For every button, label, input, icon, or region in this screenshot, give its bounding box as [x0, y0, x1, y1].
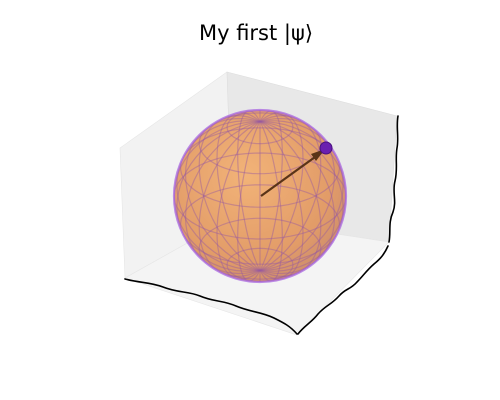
wireframe-meridian: [237, 110, 283, 282]
x-axis-line: [124, 278, 298, 335]
wireframe-meridian: [198, 114, 322, 278]
wireframe-meridian: [216, 112, 304, 280]
wireframe-meridian: [174, 120, 346, 272]
bloch-sphere: [172, 108, 348, 284]
wireframe-parallel: [179, 184, 341, 265]
wireframe-meridian: [216, 112, 304, 280]
z-axis-line: [388, 115, 399, 243]
state-vector: [260, 141, 333, 197]
wireframe-parallel: [179, 127, 341, 208]
state-vector-arrow: [260, 151, 323, 197]
wireframe-parallel: [226, 247, 294, 282]
wireframe-parallel: [198, 112, 322, 175]
chart-title: My first |ψ⟩: [199, 21, 313, 46]
state-point: [319, 141, 333, 155]
wireframe-meridian: [198, 114, 322, 278]
wireframe-parallel: [226, 110, 294, 145]
wireframe-meridian: [237, 110, 283, 282]
sphere-surface: [174, 110, 346, 282]
sphere-outline: [172, 108, 348, 284]
axis-lines: [124, 115, 399, 335]
y-axis-line: [297, 245, 389, 335]
wireframe-parallel: [198, 217, 322, 280]
